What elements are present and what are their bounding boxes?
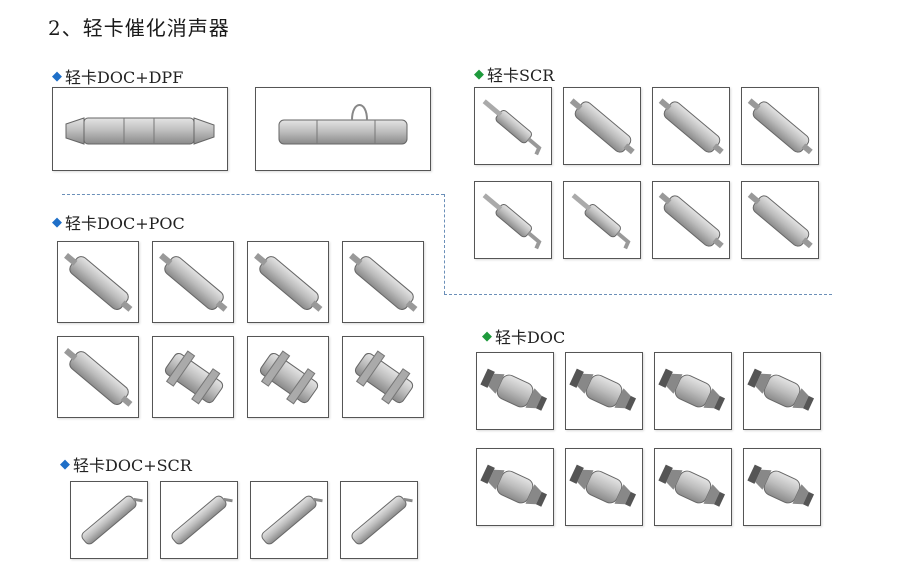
muffler-photo bbox=[658, 192, 724, 249]
product-photo bbox=[247, 241, 329, 323]
product-photo bbox=[152, 336, 234, 418]
section-divider bbox=[444, 194, 445, 294]
muffler-photo bbox=[349, 252, 418, 312]
muffler-photo bbox=[254, 252, 323, 312]
muffler-photo bbox=[747, 464, 815, 507]
product-photo bbox=[652, 181, 730, 259]
muffler-photo bbox=[482, 99, 542, 156]
product-photo bbox=[255, 87, 431, 171]
muffler-photo bbox=[569, 98, 635, 155]
section-title-doc-poc: ◆ 轻卡DOC+POC bbox=[52, 210, 185, 234]
muffler-photo bbox=[259, 350, 319, 405]
diamond-icon: ◆ bbox=[474, 66, 484, 82]
section-title-doc-scr: ◆ 轻卡DOC+SCR bbox=[60, 452, 192, 476]
muffler-photo bbox=[480, 368, 548, 411]
product-photo bbox=[652, 87, 730, 165]
muffler-photo bbox=[658, 368, 726, 411]
product-photo bbox=[52, 87, 228, 171]
muffler-photo bbox=[658, 98, 724, 155]
section-label: 轻卡DOC+POC bbox=[65, 214, 185, 233]
product-photo bbox=[342, 336, 424, 418]
product-photo bbox=[474, 87, 552, 165]
muffler-photo bbox=[64, 252, 133, 312]
section-title-doc-dpf: ◆ 轻卡DOC+DPF bbox=[52, 64, 183, 88]
product-photo bbox=[152, 241, 234, 323]
muffler-photo bbox=[747, 368, 815, 411]
product-photo bbox=[654, 352, 732, 430]
product-photo bbox=[340, 481, 418, 559]
muffler-photo bbox=[658, 464, 726, 507]
section-label: 轻卡DOC bbox=[495, 328, 566, 347]
product-photo bbox=[654, 448, 732, 526]
product-photo bbox=[160, 481, 238, 559]
section-label: 轻卡DOC+SCR bbox=[73, 456, 192, 475]
section-label: 轻卡SCR bbox=[487, 66, 555, 85]
product-photo bbox=[741, 181, 819, 259]
muffler-photo bbox=[482, 193, 542, 250]
diamond-icon: ◆ bbox=[60, 456, 70, 472]
muffler-photo bbox=[164, 350, 224, 405]
product-photo bbox=[474, 181, 552, 259]
muffler-photo bbox=[571, 193, 631, 250]
muffler-photo bbox=[569, 368, 637, 411]
page-title: 2、轻卡催化消声器 bbox=[48, 16, 230, 40]
muffler-photo bbox=[171, 495, 233, 545]
muffler-photo bbox=[65, 117, 215, 145]
muffler-photo bbox=[747, 192, 813, 249]
diamond-icon: ◆ bbox=[52, 214, 62, 230]
muffler-photo bbox=[278, 104, 408, 145]
muffler-photo bbox=[351, 495, 413, 545]
product-photo bbox=[565, 448, 643, 526]
product-photo bbox=[476, 352, 554, 430]
diamond-icon: ◆ bbox=[52, 68, 62, 84]
product-photo bbox=[476, 448, 554, 526]
product-photo bbox=[743, 352, 821, 430]
section-divider bbox=[444, 294, 832, 295]
muffler-photo bbox=[81, 495, 143, 545]
muffler-photo bbox=[261, 495, 323, 545]
product-photo bbox=[743, 448, 821, 526]
product-photo bbox=[565, 352, 643, 430]
diamond-icon: ◆ bbox=[482, 328, 492, 344]
product-photo bbox=[563, 87, 641, 165]
muffler-photo bbox=[64, 347, 133, 407]
muffler-photo bbox=[354, 350, 414, 405]
section-title-scr: ◆ 轻卡SCR bbox=[474, 62, 554, 86]
muffler-photo bbox=[747, 98, 813, 155]
product-photo bbox=[70, 481, 148, 559]
product-photo bbox=[57, 336, 139, 418]
section-divider bbox=[62, 194, 444, 195]
muffler-photo bbox=[480, 464, 548, 507]
product-photo bbox=[563, 181, 641, 259]
section-label: 轻卡DOC+DPF bbox=[65, 68, 184, 87]
product-photo bbox=[57, 241, 139, 323]
product-photo bbox=[741, 87, 819, 165]
product-photo bbox=[342, 241, 424, 323]
product-photo bbox=[247, 336, 329, 418]
muffler-photo bbox=[159, 252, 228, 312]
product-photo bbox=[250, 481, 328, 559]
muffler-photo bbox=[569, 464, 637, 507]
section-title-doc: ◆ 轻卡DOC bbox=[482, 324, 565, 348]
